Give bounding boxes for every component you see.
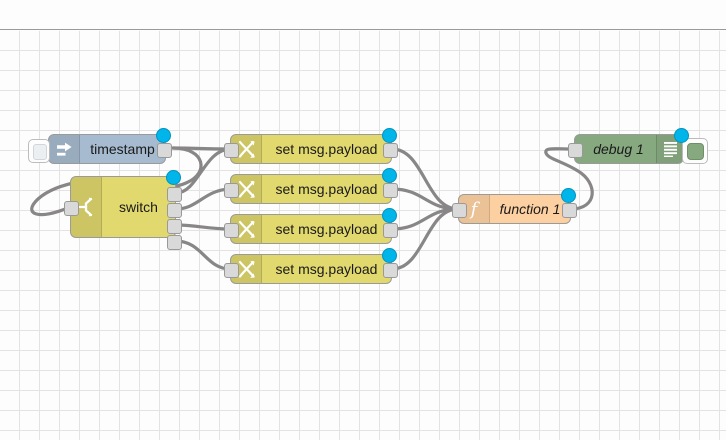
output-port[interactable] bbox=[383, 263, 398, 278]
output-port[interactable] bbox=[157, 143, 172, 158]
editor-header-strip bbox=[0, 0, 726, 30]
node-label: timestamp bbox=[90, 141, 155, 157]
node-change-1[interactable]: set msg.payload bbox=[224, 128, 398, 164]
output-port[interactable] bbox=[383, 223, 398, 238]
status-dot bbox=[561, 188, 576, 203]
status-dot bbox=[382, 248, 397, 263]
node-switch[interactable]: switch bbox=[64, 170, 182, 250]
status-dot bbox=[674, 128, 689, 143]
output-port-3[interactable] bbox=[167, 219, 182, 234]
input-port[interactable] bbox=[452, 203, 467, 218]
change-swap-icon bbox=[231, 215, 262, 243]
node-label: set msg.payload bbox=[275, 141, 378, 157]
input-port[interactable] bbox=[568, 143, 583, 158]
wire-switch-out4-to-change4 bbox=[174, 239, 232, 271]
status-dot bbox=[166, 170, 181, 185]
status-dot bbox=[156, 128, 171, 143]
node-label: set msg.payload bbox=[275, 261, 378, 277]
wire-function-to-debug bbox=[544, 147, 594, 211]
node-function[interactable]: f function 1 bbox=[452, 188, 577, 224]
output-port-4[interactable] bbox=[167, 235, 182, 250]
flow-canvas[interactable]: timestamp switch bbox=[0, 31, 726, 440]
node-label: set msg.payload bbox=[275, 181, 378, 197]
inject-arrow-icon bbox=[49, 135, 80, 163]
wire-switch-out1-to-change1 bbox=[174, 147, 232, 195]
output-port-1[interactable] bbox=[167, 187, 182, 202]
node-change-3[interactable]: set msg.payload bbox=[224, 208, 398, 244]
input-port[interactable] bbox=[224, 223, 239, 238]
input-port[interactable] bbox=[224, 183, 239, 198]
wire-switch-out3-to-change3 bbox=[174, 223, 232, 231]
node-change-2[interactable]: set msg.payload bbox=[224, 168, 398, 204]
change-swap-icon bbox=[231, 135, 262, 163]
node-debug[interactable]: debug 1 bbox=[568, 128, 708, 164]
node-label: function 1 bbox=[499, 201, 561, 217]
status-dot bbox=[382, 128, 397, 143]
svg-text:f: f bbox=[469, 199, 481, 219]
input-port[interactable] bbox=[64, 201, 79, 216]
node-label: set msg.payload bbox=[275, 221, 378, 237]
input-port[interactable] bbox=[224, 143, 239, 158]
output-port[interactable] bbox=[383, 143, 398, 158]
input-port[interactable] bbox=[224, 263, 239, 278]
node-label: debug 1 bbox=[593, 141, 644, 157]
node-change-4[interactable]: set msg.payload bbox=[224, 248, 398, 284]
output-port[interactable] bbox=[562, 203, 577, 218]
node-inject-timestamp[interactable]: timestamp bbox=[28, 128, 172, 164]
inject-trigger-button[interactable] bbox=[28, 139, 50, 163]
status-dot bbox=[382, 208, 397, 223]
node-label: switch bbox=[119, 199, 158, 215]
change-swap-icon bbox=[231, 175, 262, 203]
wire-change4-to-function bbox=[390, 207, 460, 271]
output-port[interactable] bbox=[383, 183, 398, 198]
debug-lines-icon bbox=[656, 135, 683, 163]
status-dot bbox=[382, 168, 397, 183]
output-port-2[interactable] bbox=[167, 203, 182, 218]
debug-toggle-button[interactable] bbox=[682, 138, 708, 164]
